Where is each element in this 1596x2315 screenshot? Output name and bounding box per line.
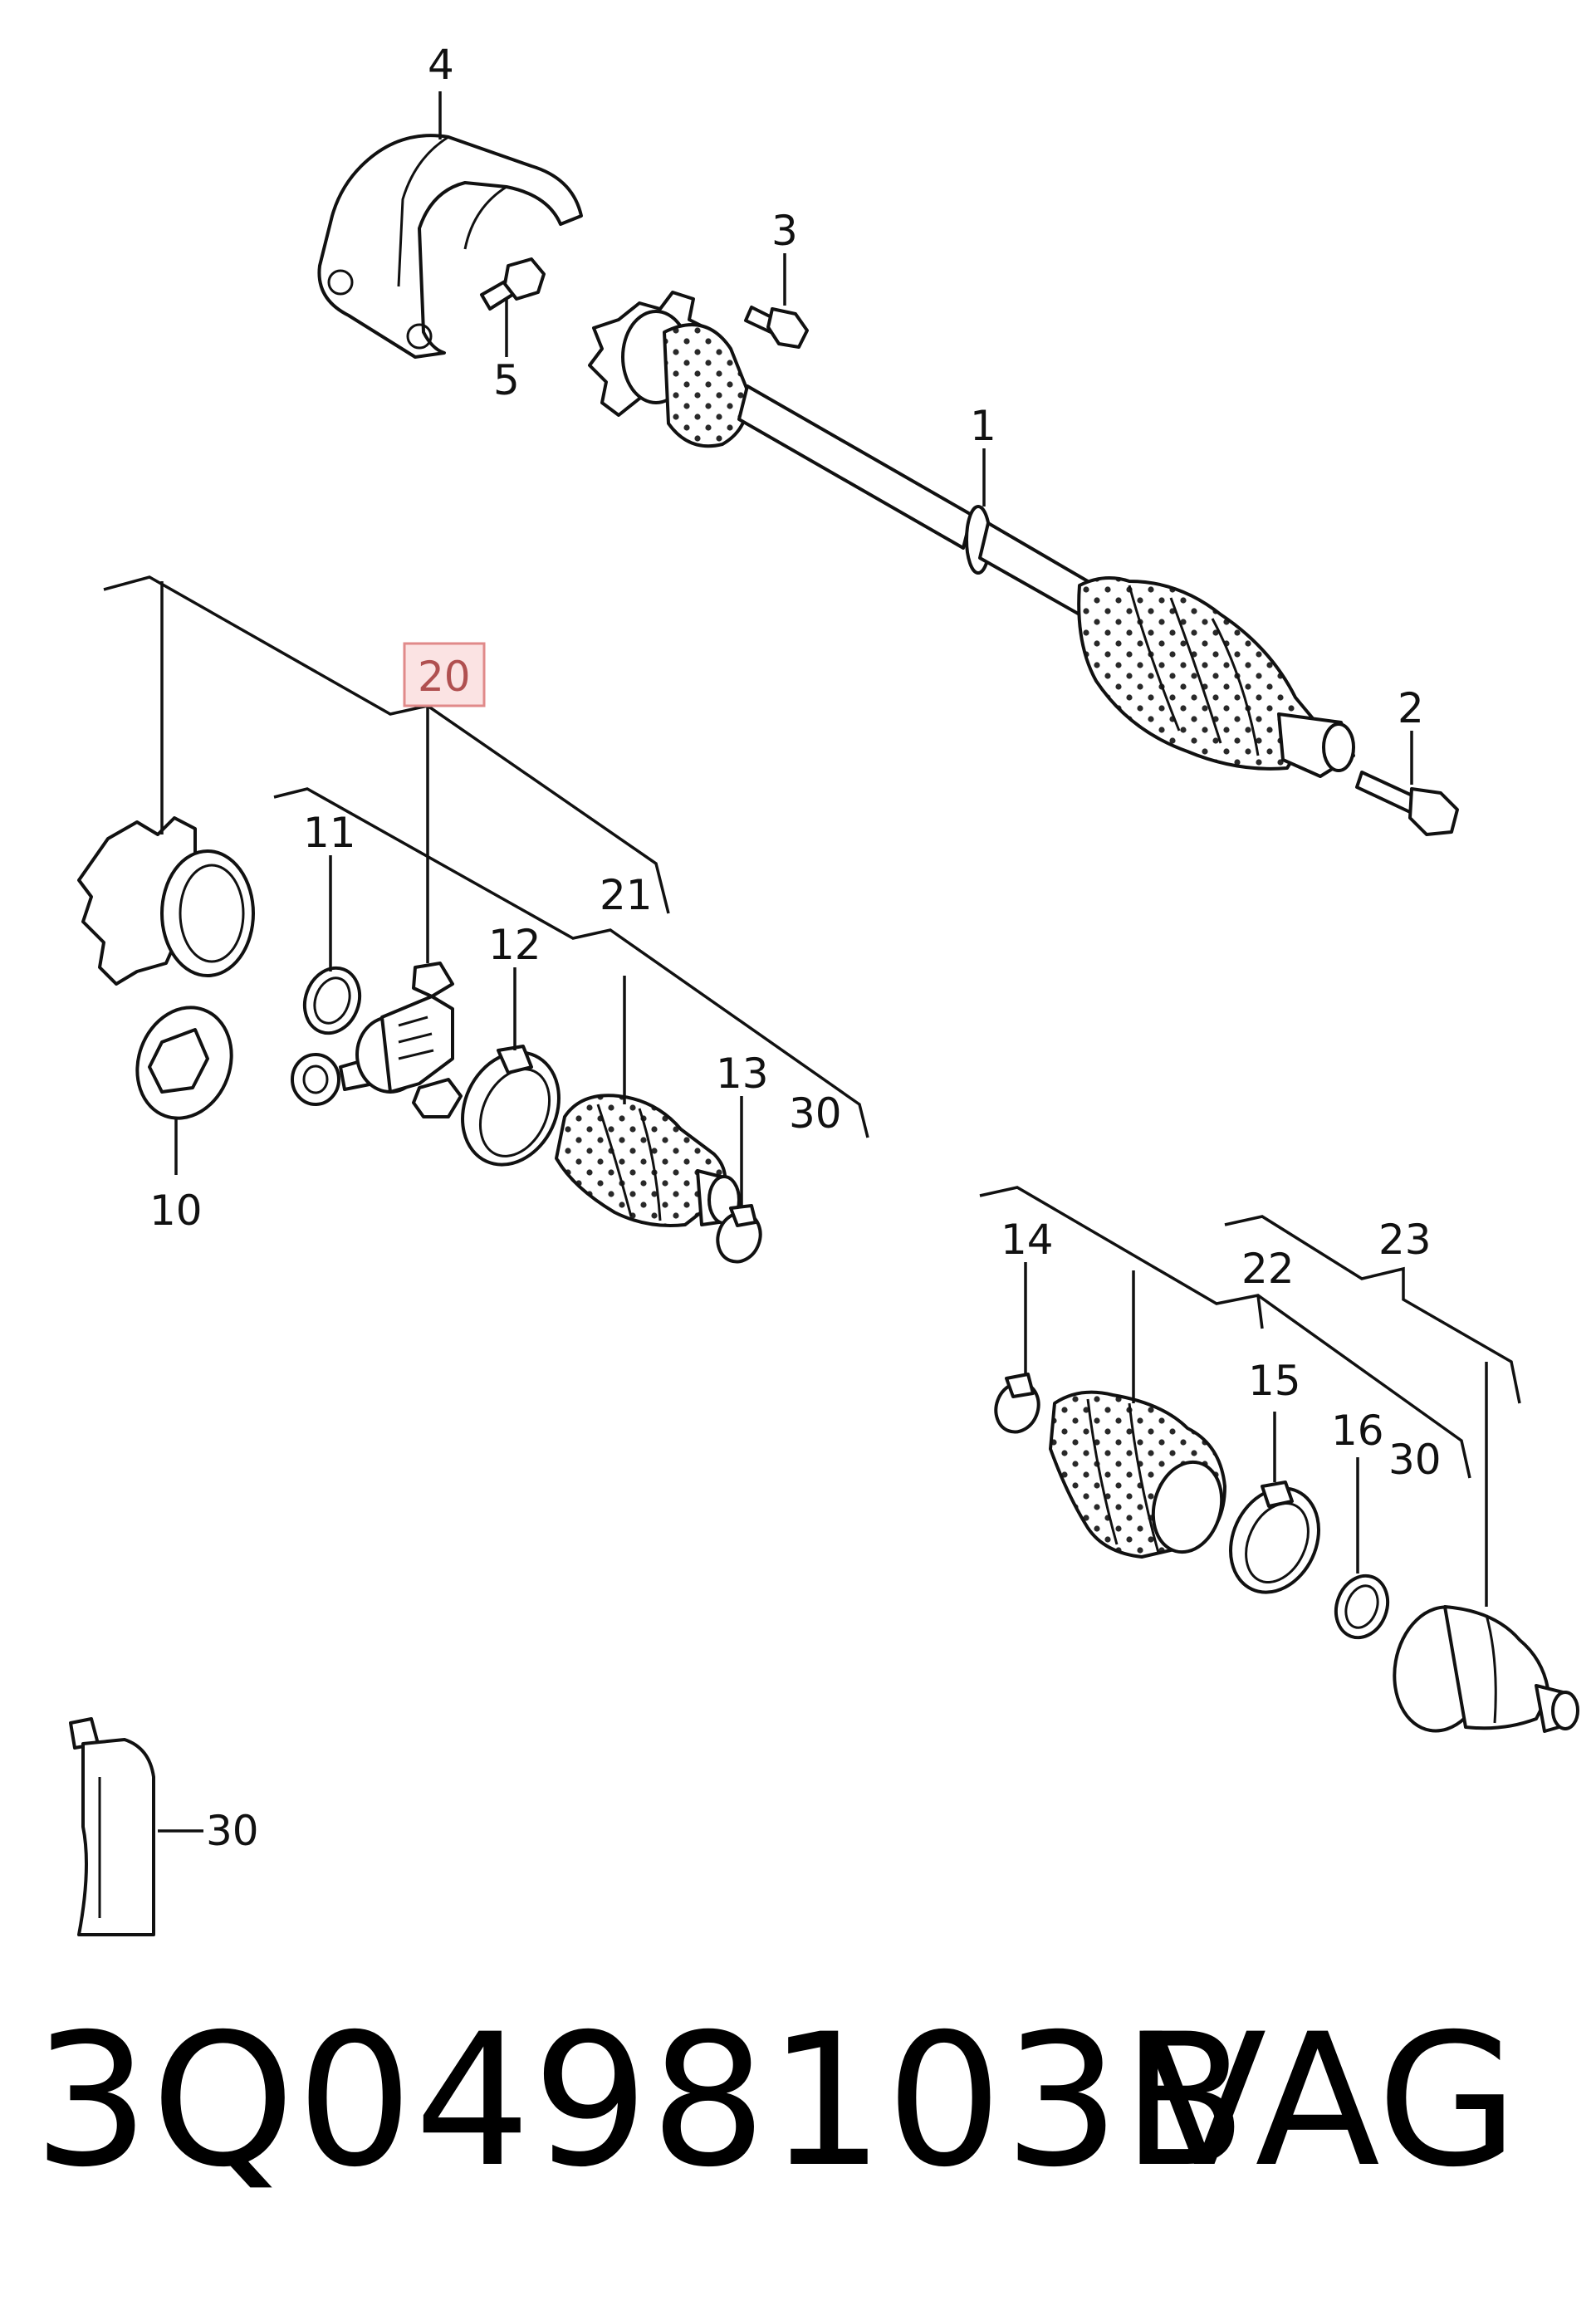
flange-joint-housing bbox=[77, 816, 255, 986]
callout-22: 22 bbox=[1241, 1245, 1295, 1293]
callout-15: 15 bbox=[1248, 1357, 1301, 1405]
callout-10: 10 bbox=[149, 1187, 203, 1235]
highlight-box-20 bbox=[403, 642, 486, 707]
bolt-part-2 bbox=[1355, 771, 1459, 836]
callout-11: 11 bbox=[303, 809, 356, 857]
clamp-part-13 bbox=[716, 1204, 762, 1264]
callout-5: 5 bbox=[493, 356, 520, 404]
clamp-part-12 bbox=[461, 1045, 561, 1167]
callout-30-b: 30 bbox=[1388, 1436, 1442, 1484]
part-number: 3Q0498103B bbox=[33, 1994, 1249, 2207]
bolt-part-3 bbox=[744, 306, 809, 349]
tripod-part-20 bbox=[291, 962, 463, 1118]
callout-14: 14 bbox=[1001, 1216, 1054, 1264]
callout-21: 21 bbox=[600, 871, 653, 919]
callout-16: 16 bbox=[1331, 1407, 1384, 1455]
seal-part-10 bbox=[135, 1006, 233, 1120]
circlip-part-11 bbox=[302, 966, 362, 1035]
clamp-part-15 bbox=[1229, 1481, 1320, 1594]
clamp-part-14 bbox=[994, 1373, 1040, 1434]
bolt-part-5 bbox=[480, 257, 546, 311]
leader-lines bbox=[103, 91, 1521, 1833]
boot-part-21 bbox=[555, 1094, 741, 1227]
callout-3: 3 bbox=[771, 207, 798, 255]
callout-2: 2 bbox=[1398, 684, 1424, 732]
callout-1: 1 bbox=[970, 402, 996, 450]
callout-30-a: 30 bbox=[789, 1089, 842, 1138]
circlip-part-16 bbox=[1334, 1574, 1390, 1640]
callout-23: 23 bbox=[1378, 1216, 1432, 1264]
callout-20: 20 bbox=[418, 653, 471, 701]
drive-shaft-part-1 bbox=[588, 291, 1355, 778]
grease-tube-part-30 bbox=[69, 1717, 155, 1936]
callout-12: 12 bbox=[488, 921, 541, 969]
heat-shield-part-4 bbox=[317, 134, 583, 359]
callout-4: 4 bbox=[428, 41, 454, 89]
brand-name: VAG bbox=[1142, 1994, 1519, 2207]
callout-labels: 4 5 3 1 2 20 21 11 12 13 30 10 14 23 22 … bbox=[149, 41, 1442, 1855]
callout-13: 13 bbox=[716, 1050, 769, 1098]
callout-30-c: 30 bbox=[206, 1807, 259, 1855]
boot-part-22 bbox=[1049, 1390, 1226, 1559]
outer-joint-part-23 bbox=[1393, 1605, 1579, 1733]
